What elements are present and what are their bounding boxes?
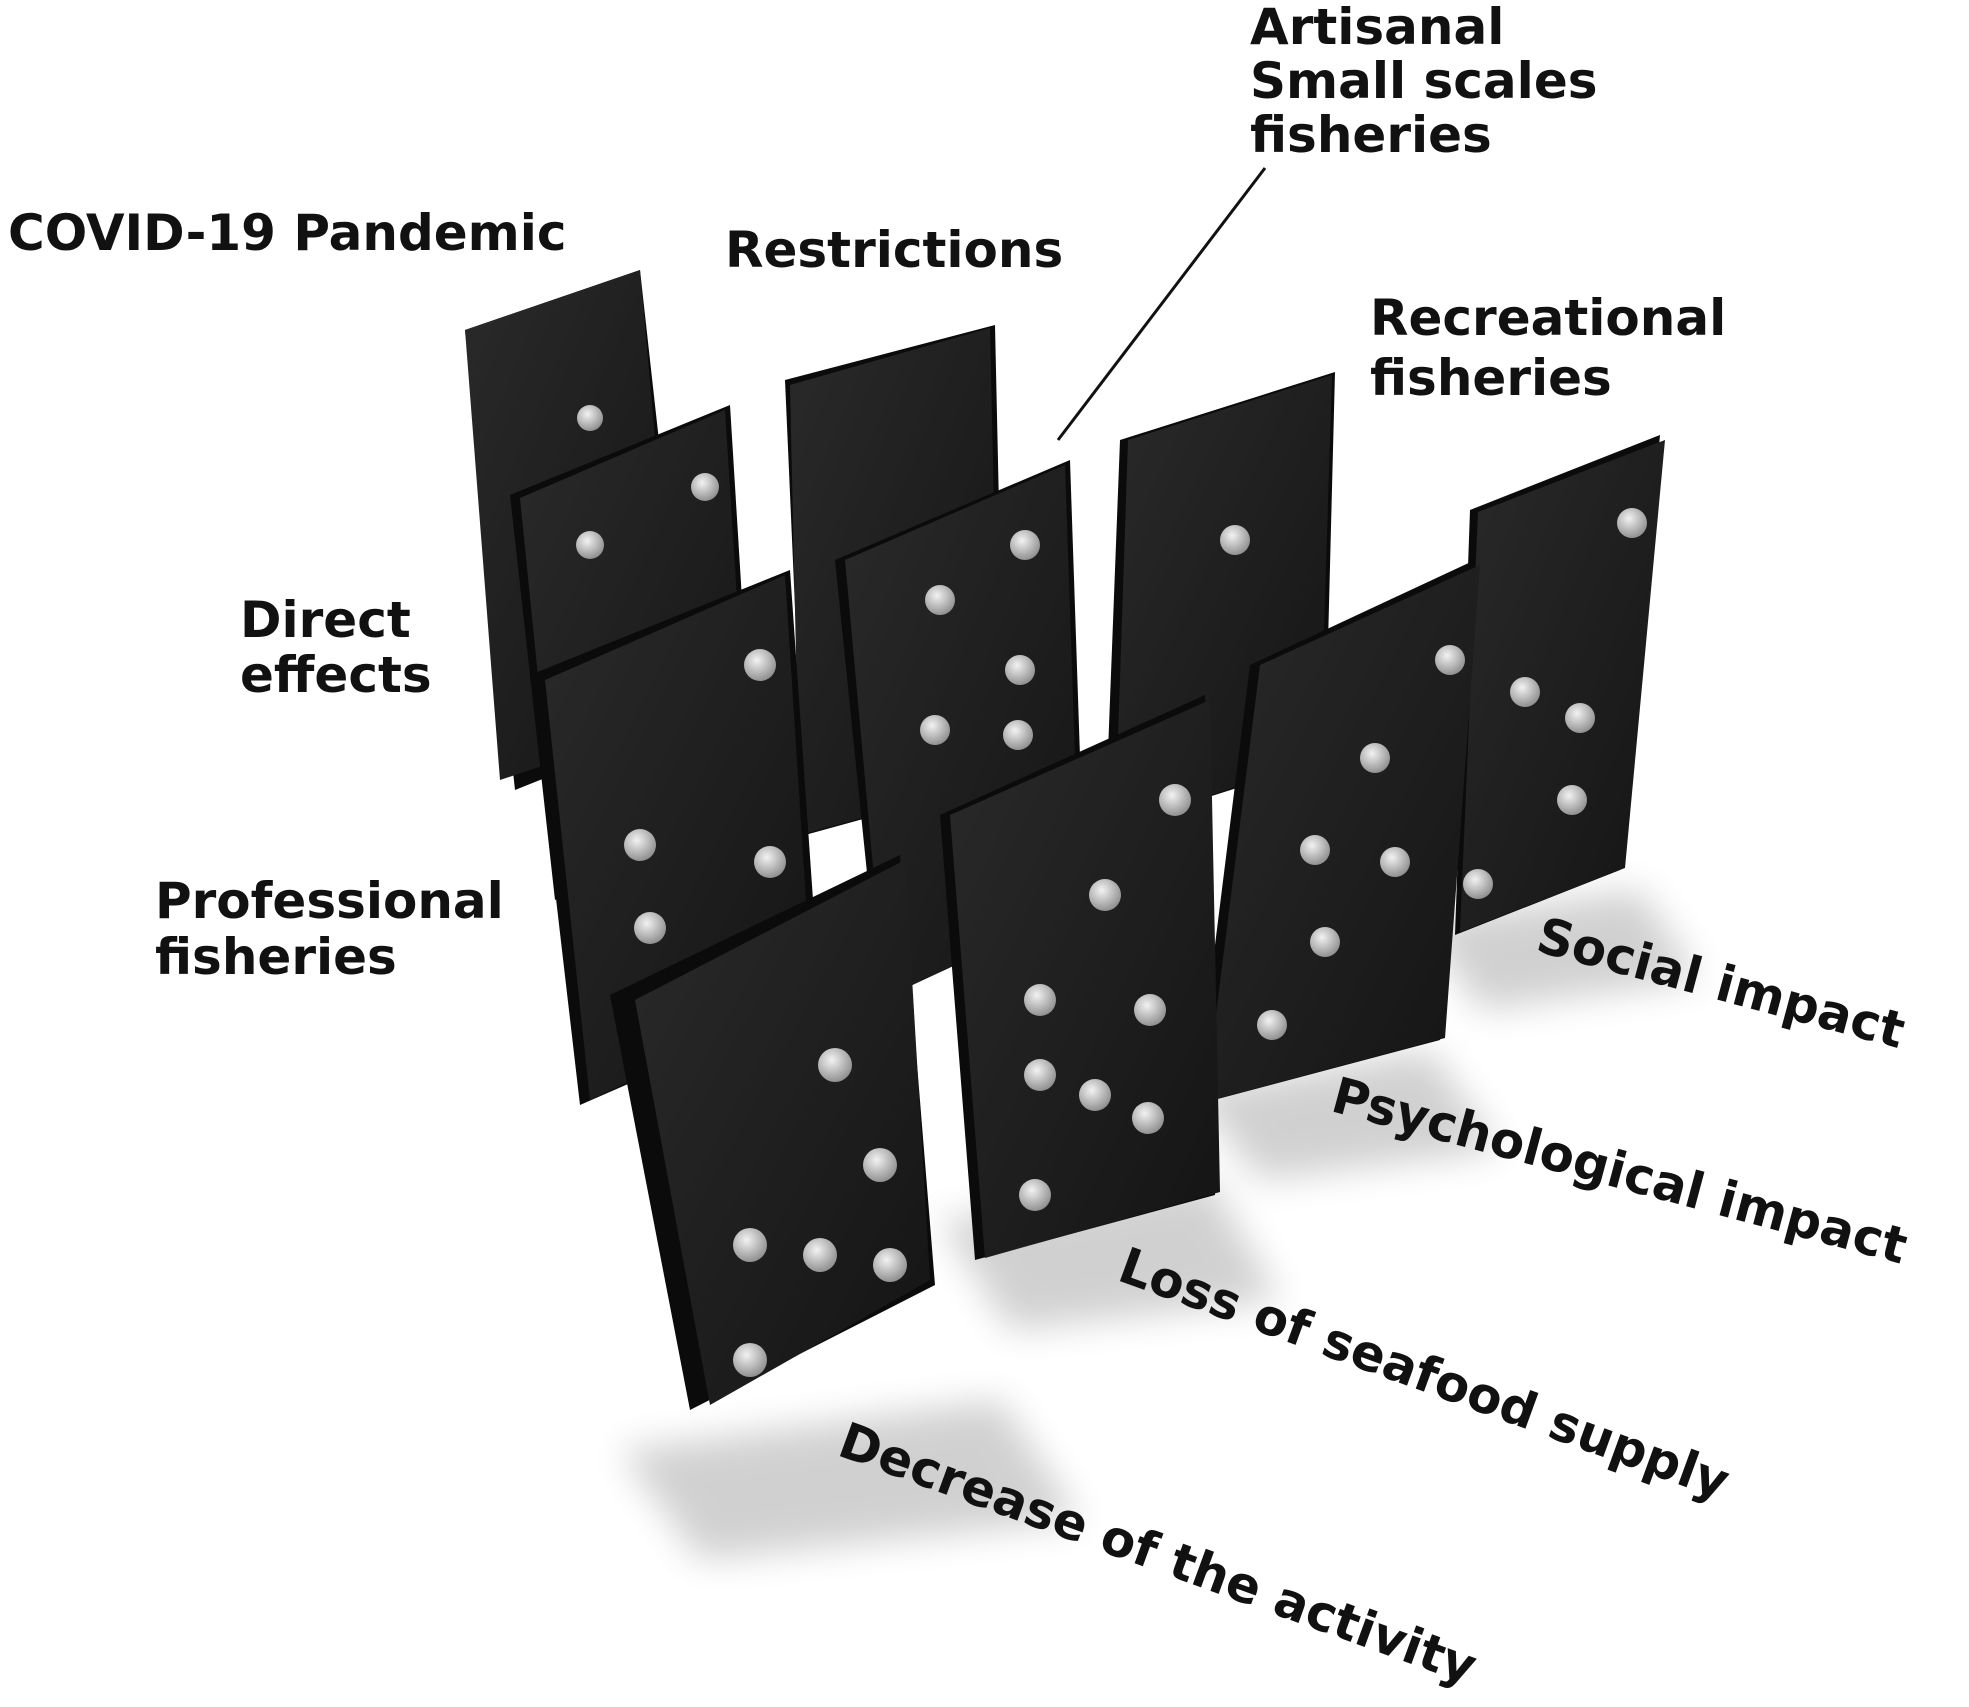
- domino-psychological: [1195, 560, 1480, 1105]
- label-direct-effects: Direct effects: [240, 591, 432, 704]
- label-restrictions: Restrictions: [725, 221, 1064, 279]
- domino-social: [1455, 435, 1665, 935]
- label-artisanal: Artisanal Small scales fisheries: [1250, 0, 1598, 164]
- domino-decrease: [610, 855, 935, 1410]
- label-professional: Professional fisheries: [155, 872, 504, 986]
- artisanal-leader-line: [1056, 167, 1267, 441]
- domino-seafood: [940, 695, 1220, 1260]
- label-recreational: Recreational fisheries: [1370, 289, 1727, 407]
- label-covid: COVID-19 Pandemic: [8, 204, 567, 262]
